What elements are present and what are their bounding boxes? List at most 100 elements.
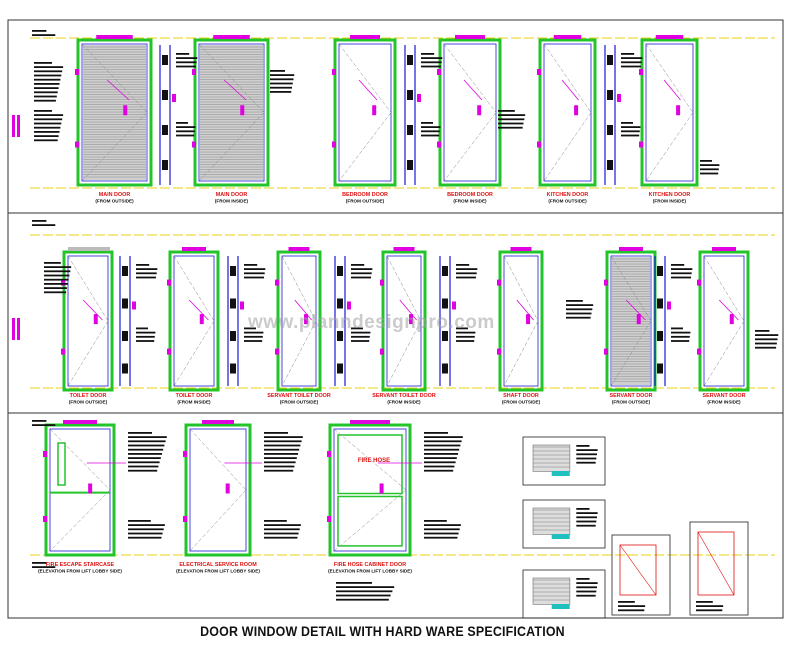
door-shutter <box>189 428 247 552</box>
door-view-label: (ELEVATION FROM LIFT LOBBY SIDE) <box>176 569 260 574</box>
annotation-line <box>700 160 712 162</box>
detail-frame <box>522 569 606 619</box>
annotation-line <box>424 436 463 438</box>
annotation-line <box>424 520 447 522</box>
swing-line <box>503 320 539 387</box>
annotation-line <box>34 126 61 129</box>
annotation-line <box>244 272 265 275</box>
handle-marker <box>240 105 245 116</box>
door-view-label: (FROM INSIDE) <box>387 400 421 405</box>
annotation-line <box>456 340 475 342</box>
door-shutter <box>443 43 497 182</box>
door-view-label: (ELEVATION FROM LIFT LOBBY SIDE) <box>38 569 122 574</box>
swing-line <box>198 112 265 182</box>
handle-marker <box>409 314 414 325</box>
annotation-line <box>351 264 365 266</box>
door-section <box>227 256 266 386</box>
section-block <box>230 266 236 276</box>
leader-line <box>718 299 739 321</box>
section-block <box>407 160 413 170</box>
annotation-line <box>424 536 458 539</box>
annotation-line <box>621 65 642 68</box>
annotation-line <box>264 448 300 451</box>
section-block <box>657 363 663 374</box>
annotation-line <box>128 448 164 451</box>
head-marker <box>288 247 310 251</box>
plan-arc <box>697 531 735 596</box>
door-elevation <box>380 247 427 392</box>
annotation-line <box>264 457 297 459</box>
door-shutter <box>645 43 694 182</box>
annotation-line <box>456 331 476 334</box>
head-marker <box>350 420 390 424</box>
cabinet-lower <box>337 495 403 547</box>
head-marker <box>213 35 250 39</box>
door-elevation <box>275 247 322 392</box>
section-block <box>162 55 168 65</box>
door-view-label: (FROM OUTSIDE) <box>612 400 651 405</box>
annotation-line <box>136 327 148 330</box>
annotation-line <box>566 300 583 302</box>
door-shutter <box>333 428 407 552</box>
annotation-line <box>44 283 68 285</box>
hinge-plan-detail <box>611 534 671 616</box>
hardware-detail <box>522 499 606 549</box>
section-block <box>607 125 613 135</box>
section-block <box>337 266 343 276</box>
annotation-line <box>136 340 155 342</box>
annotation-line <box>671 264 685 266</box>
door-view-label: (FROM OUTSIDE) <box>95 199 134 204</box>
annotation-line <box>424 457 457 459</box>
swing-line <box>81 43 148 113</box>
annotation-line <box>336 582 372 584</box>
handle-marker <box>477 105 482 116</box>
handle-marker <box>636 314 641 325</box>
annotation-line <box>456 327 468 330</box>
annotation-line <box>621 53 635 55</box>
annotation-line <box>44 266 72 268</box>
handle-marker <box>676 105 681 116</box>
annotation-line <box>128 444 165 447</box>
handle-marker <box>574 105 579 116</box>
annotation-line <box>424 453 458 455</box>
annotation-line <box>576 457 597 460</box>
head-marker <box>393 247 415 251</box>
annotation-line <box>755 346 777 349</box>
head-grey-marker <box>68 247 110 251</box>
hinge-marker <box>183 451 187 457</box>
swing-line <box>189 428 247 491</box>
door-shutter <box>543 43 592 182</box>
dimension-marker <box>17 115 20 137</box>
swing-line <box>338 112 392 182</box>
door-name-label: MAIN DOOR <box>99 192 131 198</box>
annotation-line <box>34 110 52 112</box>
door-elevation <box>332 35 397 187</box>
section-block <box>442 266 448 276</box>
annotation-line <box>424 532 459 535</box>
annotation-line <box>421 126 441 128</box>
section-block <box>442 363 448 374</box>
annotation-line <box>128 436 167 438</box>
annotation-line <box>576 586 597 589</box>
annotation-line <box>264 524 301 526</box>
annotation-line <box>576 582 598 584</box>
detail-tag <box>551 471 570 476</box>
row-1: MAIN DOOR(FROM OUTSIDE)MAIN DOOR(FROM IN… <box>12 35 720 204</box>
section-block <box>162 160 168 170</box>
hinge-marker <box>537 141 541 148</box>
annotation-line <box>34 70 63 73</box>
dimension-marker <box>12 318 15 340</box>
handle-marker <box>372 105 377 116</box>
door-section <box>439 256 478 386</box>
door-name-label: FIRE HOSE CABINET DOOR <box>334 562 406 568</box>
annotation-line <box>621 134 640 137</box>
section-block <box>607 90 613 100</box>
annotation-line <box>44 262 61 264</box>
annotation-line <box>244 327 256 330</box>
leader-line <box>663 79 681 101</box>
hinge-marker <box>61 279 65 286</box>
door-frame <box>184 423 252 557</box>
section-marker <box>132 301 136 310</box>
annotation-line <box>671 268 693 270</box>
door-elevation <box>697 247 750 392</box>
